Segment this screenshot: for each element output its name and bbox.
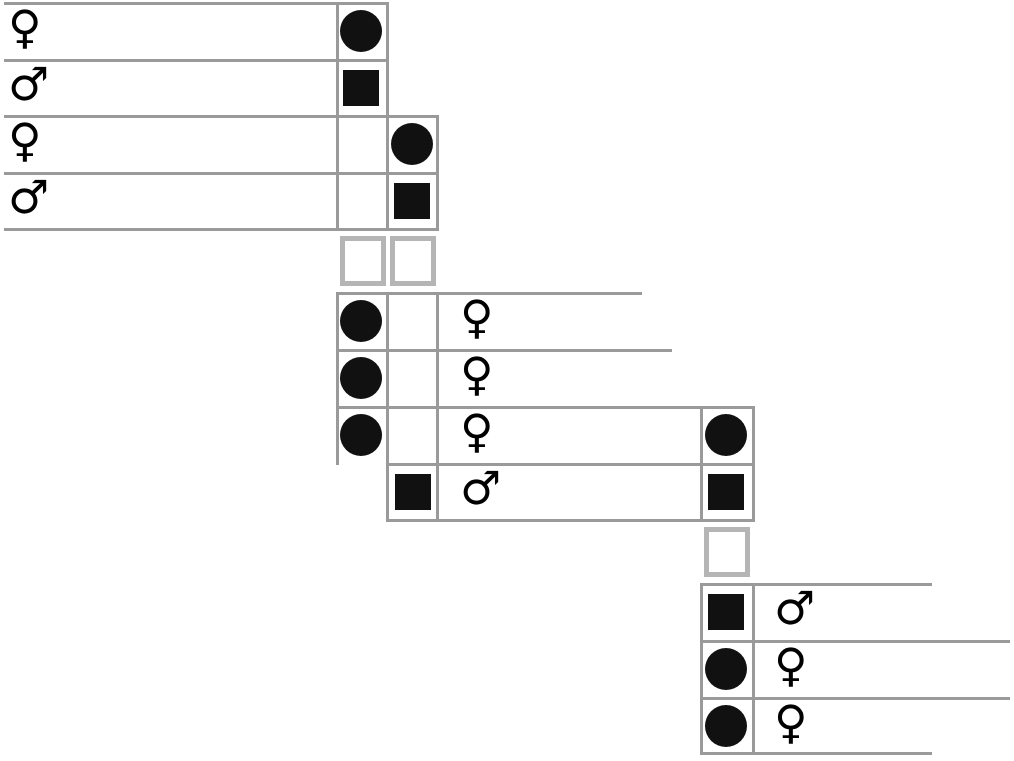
row-divider xyxy=(388,519,754,522)
female-symbol-icon: ♀ xyxy=(774,695,808,749)
empty-box-icon xyxy=(390,236,436,286)
empty-box-icon xyxy=(704,527,750,577)
column-divider xyxy=(700,583,703,755)
filled-circle-icon xyxy=(340,300,382,342)
column-divider xyxy=(336,2,339,231)
filled-circle-icon xyxy=(705,705,747,747)
male-symbol-icon: ♂ xyxy=(774,581,816,635)
filled-circle-icon xyxy=(340,357,382,399)
column-divider xyxy=(436,115,439,231)
row-divider xyxy=(4,115,438,118)
row-divider xyxy=(4,228,438,231)
male-symbol-icon: ♂ xyxy=(8,170,50,224)
female-symbol-icon: ♀ xyxy=(8,113,42,167)
column-divider xyxy=(386,115,389,231)
column-divider xyxy=(336,292,339,465)
column-divider xyxy=(436,292,439,522)
row-divider xyxy=(700,583,932,586)
filled-square-icon xyxy=(708,474,744,510)
male-symbol-icon: ♂ xyxy=(460,461,502,515)
row-divider xyxy=(700,640,1010,643)
row-divider xyxy=(336,406,754,409)
row-divider xyxy=(388,463,754,466)
female-symbol-icon: ♀ xyxy=(460,347,494,401)
filled-circle-icon xyxy=(340,414,382,456)
filled-circle-icon xyxy=(705,414,747,456)
column-divider xyxy=(752,583,755,755)
female-symbol-icon: ♀ xyxy=(774,638,808,692)
filled-circle-icon xyxy=(705,648,747,690)
row-divider xyxy=(4,59,388,62)
filled-square-icon xyxy=(343,70,379,106)
male-symbol-icon: ♂ xyxy=(8,57,50,111)
row-divider xyxy=(700,752,932,755)
empty-box-icon xyxy=(340,236,386,286)
filled-circle-icon xyxy=(340,10,382,52)
row-divider xyxy=(4,172,438,175)
filled-square-icon xyxy=(395,474,431,510)
column-divider xyxy=(386,292,389,522)
column-divider xyxy=(700,406,703,522)
filled-square-icon xyxy=(708,594,744,630)
female-symbol-icon: ♀ xyxy=(460,404,494,458)
row-divider xyxy=(336,292,642,295)
column-divider xyxy=(386,2,389,115)
row-divider xyxy=(700,697,1010,700)
row-divider xyxy=(4,2,388,5)
column-divider xyxy=(752,406,755,522)
female-symbol-icon: ♀ xyxy=(8,0,42,54)
row-divider xyxy=(336,349,672,352)
filled-square-icon xyxy=(394,183,430,219)
filled-circle-icon xyxy=(391,123,433,165)
female-symbol-icon: ♀ xyxy=(460,290,494,344)
